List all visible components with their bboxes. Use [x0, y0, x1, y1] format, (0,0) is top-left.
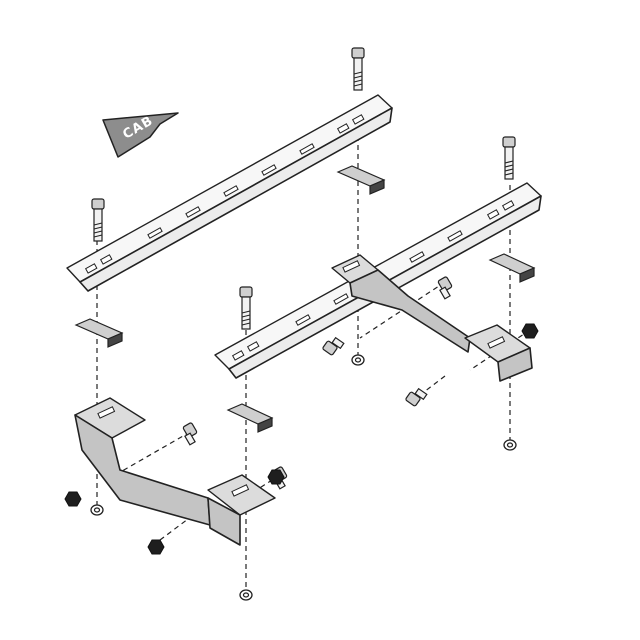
left-bracket: [74, 397, 276, 546]
long-bolt-3: [91, 198, 105, 242]
washer-2: [503, 439, 517, 451]
hex-bolt-1: [437, 276, 453, 300]
cab-direction-arrow: CAB: [102, 112, 179, 158]
nut-3: [147, 539, 165, 555]
spacer-block-4: [226, 403, 274, 433]
hex-bolt-2: [322, 336, 345, 356]
washer-1: [351, 354, 365, 366]
long-bolt-1: [351, 47, 365, 91]
nut-4: [267, 469, 285, 485]
alignment-lines: [96, 118, 531, 590]
nut-2: [64, 491, 82, 507]
washer-4: [239, 589, 253, 601]
right-bracket: [331, 254, 533, 382]
washer-3: [90, 504, 104, 516]
left-rail: [66, 94, 393, 292]
spacer-block-1: [336, 165, 386, 195]
long-bolt-2: [502, 136, 516, 180]
spacer-block-2: [488, 253, 536, 283]
spacer-block-3: [74, 318, 124, 348]
long-bolt-4: [239, 286, 253, 330]
nut-1: [521, 323, 539, 339]
hex-bolt-4: [182, 422, 198, 446]
hex-bolt-3: [405, 387, 428, 407]
